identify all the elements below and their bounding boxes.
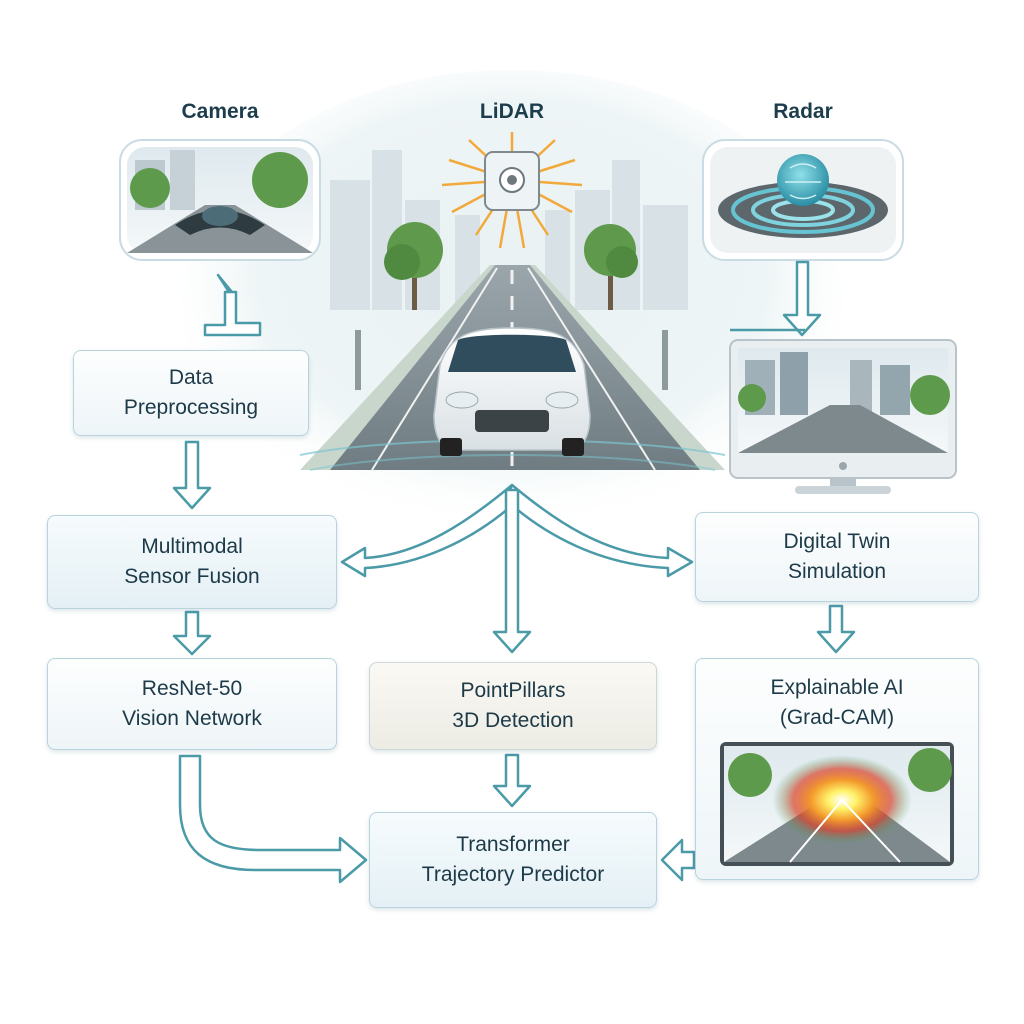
node-line: (Grad-CAM) (779, 706, 895, 729)
flow-arrows (172, 260, 856, 884)
lidar-sensor-icon (441, 132, 583, 249)
arrow-car-pointpillars (492, 488, 532, 654)
arrow-preprocessing-fusion (172, 440, 212, 510)
car-icon (433, 327, 591, 456)
camera-view-icon (119, 139, 321, 261)
node-line: Transformer (456, 833, 570, 856)
arrow-car-fusion (340, 483, 520, 578)
node-line: Multimodal (141, 535, 243, 558)
node-transformer: Transformer Trajectory Predictor (369, 812, 657, 908)
node-sensor-fusion: Multimodal Sensor Fusion (47, 515, 337, 609)
node-resnet: ResNet-50 Vision Network (47, 658, 337, 750)
node-line: Sensor Fusion (124, 565, 260, 588)
node-line: 3D Detection (452, 709, 574, 732)
node-line: Explainable AI (770, 676, 904, 699)
arrow-pointpillars-transformer (492, 753, 532, 808)
radar-waves-icon (702, 139, 904, 261)
node-pointpillars: PointPillars 3D Detection (369, 662, 657, 750)
node-line: Data (168, 366, 214, 389)
arrow-resnet-transformer (178, 754, 368, 884)
arrow-xai-transformer (660, 838, 696, 882)
node-line: PointPillars (460, 679, 566, 702)
tree-icon (384, 222, 443, 310)
camera-label: Camera (181, 100, 259, 123)
autonomous-car-road-icon (182, 70, 842, 530)
node-line: ResNet-50 (141, 677, 243, 700)
arrow-fusion-resnet (172, 610, 212, 656)
arrow-digitaltwin-xai (816, 604, 856, 654)
monitor-icon (729, 339, 957, 494)
node-digital-twin: Digital Twin Simulation (695, 512, 979, 602)
node-line: Preprocessing (123, 396, 259, 419)
node-explainable-ai: Explainable AI (Grad-CAM) (695, 658, 979, 880)
tree-icon (584, 224, 638, 310)
node-data-preprocessing: Data Preprocessing (73, 350, 309, 436)
node-line: Vision Network (122, 707, 262, 730)
node-line: Trajectory Predictor (421, 863, 605, 886)
arrow-camera-preprocessing (203, 273, 262, 337)
node-line: Digital Twin (783, 530, 891, 553)
arrow-radar-monitor (782, 260, 822, 337)
arrow-car-digitaltwin (504, 483, 694, 578)
radar-label: Radar (773, 100, 833, 123)
node-line: Simulation (787, 560, 887, 583)
lidar-label: LiDAR (479, 100, 545, 123)
